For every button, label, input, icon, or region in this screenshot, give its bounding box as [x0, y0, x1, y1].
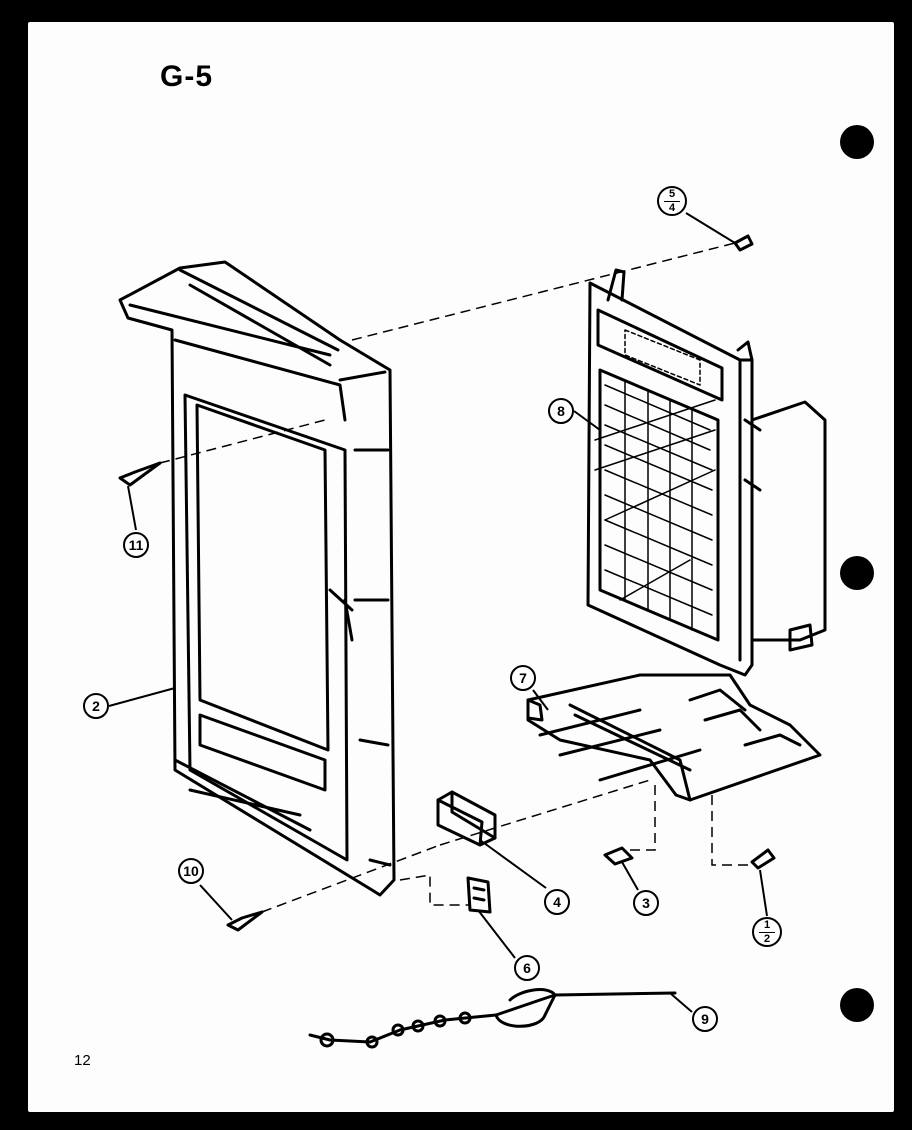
callout-5-4-bottom: 4 [668, 201, 676, 214]
page-number: 12 [74, 1052, 91, 1069]
binder-hole-middle [840, 556, 874, 590]
screws [118, 234, 776, 932]
callout-7: 7 [510, 665, 536, 691]
assembly-lines [159, 242, 752, 913]
callout-11: 11 [123, 532, 149, 558]
callout-1-2-top: 1 [763, 918, 771, 931]
callout-2: 2 [83, 693, 109, 719]
temperature-probe-part [308, 988, 677, 1049]
leader-lines [108, 212, 768, 1013]
callout-6: 6 [514, 955, 540, 981]
callout-9: 9 [692, 1006, 718, 1032]
callout-10: 10 [178, 858, 204, 884]
control-panel-part [586, 268, 827, 677]
figure-title: G-5 [160, 60, 214, 93]
callout-1-2-bottom: 2 [763, 932, 771, 945]
callout-4: 4 [544, 889, 570, 915]
switch-part [436, 790, 497, 847]
clip-part [603, 846, 634, 866]
fraction-bar [759, 931, 775, 933]
keypad-grid [594, 379, 716, 631]
callout-8: 8 [548, 398, 574, 424]
callout-1-2: 1 2 [752, 917, 782, 947]
callout-5-4: 5 4 [657, 186, 687, 216]
small-bracket-part [466, 876, 492, 914]
binder-hole-top [840, 125, 874, 159]
callout-3: 3 [633, 890, 659, 916]
door-frame-part [118, 260, 396, 897]
callout-5-4-top: 5 [668, 187, 676, 200]
binder-hole-bottom [840, 988, 874, 1022]
latch-bracket-part [526, 673, 822, 802]
fraction-bar [664, 200, 680, 202]
